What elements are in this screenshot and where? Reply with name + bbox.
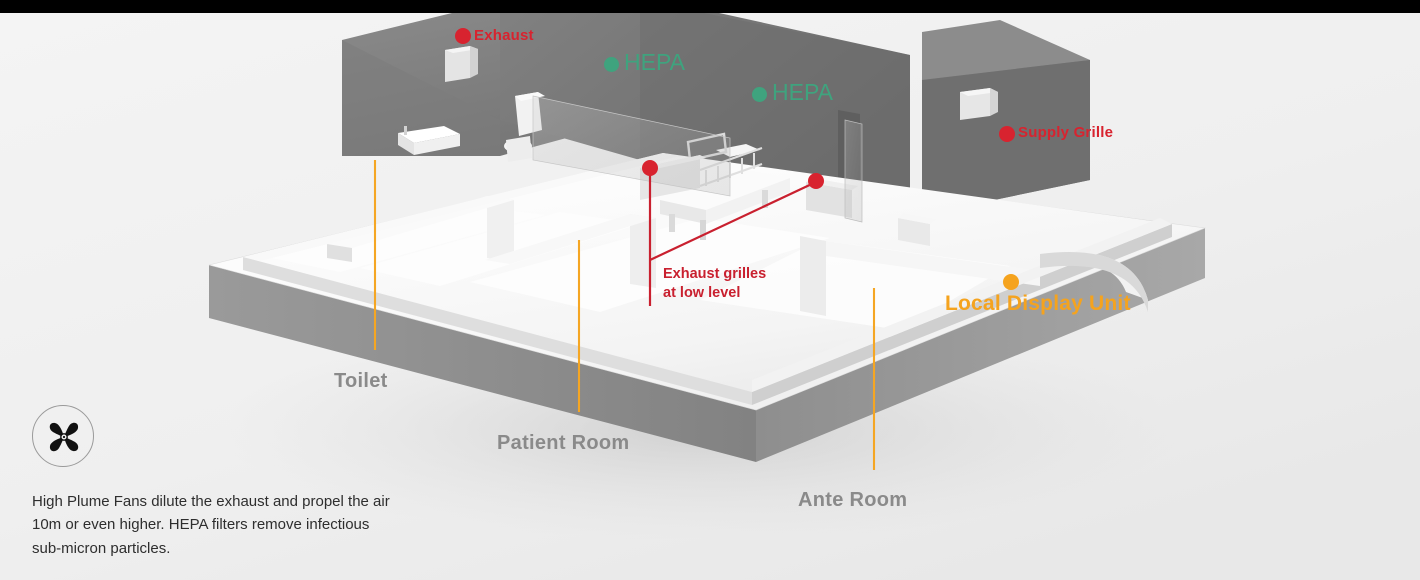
red-dot-exhaust-grille-b	[808, 173, 824, 189]
exhaust-grilles-line1: Exhaust grilles	[663, 266, 767, 282]
fan-icon-circle	[32, 405, 94, 467]
green-dot-hepa-left	[604, 57, 619, 72]
fan-icon	[49, 422, 79, 452]
exhaust-grille-leader	[648, 168, 817, 306]
caption-line-1: High Plume Fans dilute the exhaust and p…	[32, 493, 390, 510]
room-label-toilet: Toilet	[334, 370, 388, 392]
legend-caption: High Plume Fans dilute the exhaust and p…	[32, 490, 472, 560]
red-dot-exhaust	[455, 28, 471, 44]
curved-duct	[1040, 251, 1148, 312]
exhaust-grilles-line2: at low level	[663, 284, 741, 301]
room-leader-lines	[373, 160, 876, 470]
supply-unit-box	[960, 88, 998, 120]
room-label-ante-room: Ante Room	[798, 489, 908, 511]
callout-label-hepa-left: HEPA	[624, 49, 685, 75]
green-dot-hepa-right	[752, 87, 767, 102]
ante-room-equipment-box	[898, 213, 936, 246]
letterbox-bar-top	[0, 0, 1420, 13]
red-dot-exhaust-grille-a	[642, 160, 658, 176]
callout-label-supply-grille: Supply Grille	[1018, 124, 1114, 141]
caption-line-2: 10m or even higher. HEPA filters remove …	[32, 516, 370, 534]
callout-label-hepa-right: HEPA	[772, 79, 833, 105]
room-label-patient-room: Patient Room	[497, 432, 630, 454]
glass-partitions	[532, 95, 863, 223]
sink-fixture	[398, 126, 460, 155]
callout-label-exhaust: Exhaust	[474, 27, 534, 44]
red-dot-supply-grille	[999, 126, 1015, 142]
orange-dot-local-display	[1003, 274, 1019, 290]
exhaust-stack-box	[445, 46, 478, 82]
caption-line-3: sub-micron particles.	[32, 539, 171, 557]
callout-label-local-display: Local Display Unit	[945, 292, 1131, 315]
